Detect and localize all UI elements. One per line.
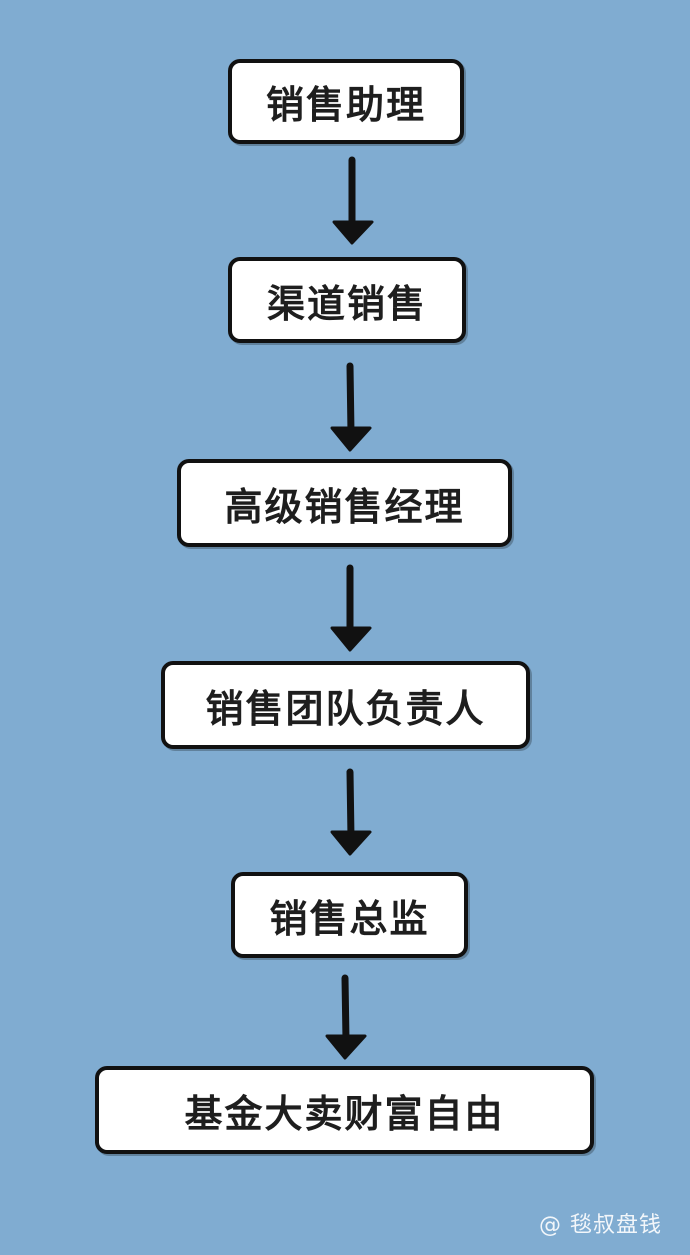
watermark: @ 毯叔盘钱: [539, 1213, 662, 1238]
step-label: 高级销售经理: [224, 484, 465, 529]
step-box-sales-assistant: 销售助理: [228, 59, 464, 144]
step-label: 销售助理: [265, 83, 426, 127]
step-label: 渠道销售: [266, 281, 427, 326]
step-label: 基金大卖财富自由: [184, 1091, 505, 1136]
step-box-sales-team-lead: 销售团队负责人: [161, 661, 530, 749]
step-box-channel-sales: 渠道销售: [228, 257, 466, 343]
step-box-fund-financial-freedom: 基金大卖财富自由: [95, 1066, 594, 1154]
step-label: 销售团队负责人: [205, 686, 486, 731]
step-label: 销售总监: [269, 896, 430, 941]
step-box-senior-sales-manager: 高级销售经理: [177, 459, 512, 547]
step-box-sales-director: 销售总监: [231, 872, 468, 958]
